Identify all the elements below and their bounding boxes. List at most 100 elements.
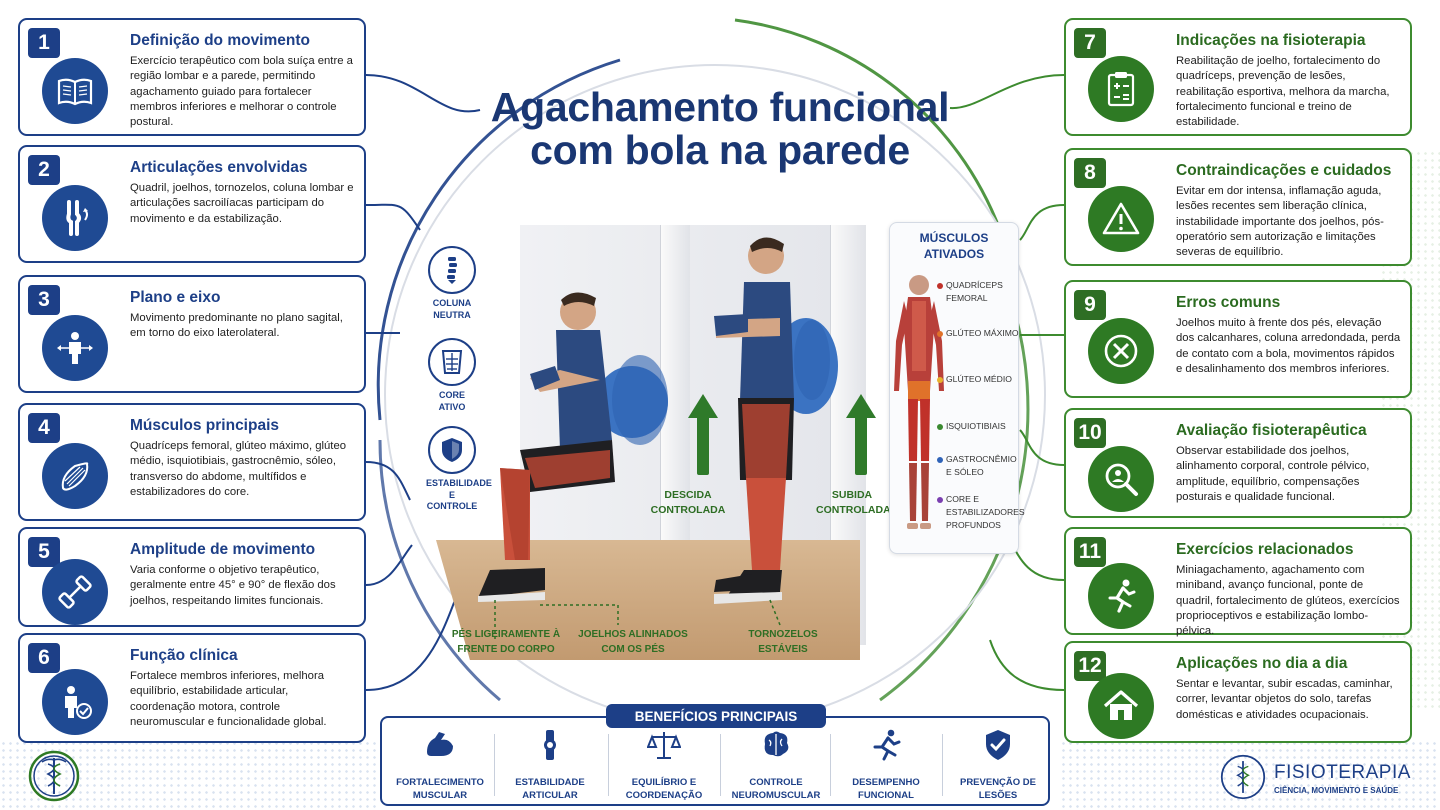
x-circle-icon xyxy=(1088,318,1154,384)
phase-label-up: SUBIDA CONTROLADA xyxy=(816,489,891,517)
spine-icon xyxy=(428,246,476,294)
page-title: Agachamento funcional com bola na parede xyxy=(490,84,950,174)
legend-swatch xyxy=(937,424,943,430)
card-title: Articulações envolvidas xyxy=(130,159,308,176)
side-indicator-core: CORE ATIVO xyxy=(426,338,478,413)
benefit-divider xyxy=(720,734,721,796)
card-range-of-motion: 5 Amplitude de movimento Varia conforme … xyxy=(18,527,366,627)
card-text: Observar estabilidade dos joelhos, alinh… xyxy=(1176,444,1370,503)
phase-label-down: DESCIDA CONTROLADA xyxy=(650,489,726,517)
card-number: 1 xyxy=(28,28,60,58)
benefit-neuromuscular: CONTROLE NEUROMUSCULAR xyxy=(722,728,830,803)
legend-swatch xyxy=(937,497,943,503)
benefit-divider xyxy=(494,734,495,796)
card-indications: 7 Indicações na fisioterapia Reabilitaçã… xyxy=(1064,18,1412,136)
clipboard-icon xyxy=(1088,56,1154,122)
side-indicator-stability: ESTABILIDADE E CONTROLE xyxy=(426,426,492,513)
legend-item-gluteus-medius: GLÚTEO MÉDIO xyxy=(937,373,1020,386)
legend-swatch xyxy=(937,457,943,463)
card-number: 2 xyxy=(28,155,60,185)
brand-name: FISIOTERAPIA xyxy=(1274,762,1411,783)
card-title: Função clínica xyxy=(130,647,238,664)
torso-icon xyxy=(428,338,476,386)
cue-label-knees: JOELHOS ALINHADOS COM OS PÉS xyxy=(578,629,688,655)
benefit-label: FORTALECIMENTO MUSCULAR xyxy=(396,777,484,801)
cue-label-feet: PÉS LIGEIRAMENTE À FRENTE DO CORPO xyxy=(451,629,561,655)
card-number: 3 xyxy=(28,285,60,315)
card-joints: 2 Articulações envolvidas Quadril, joelh… xyxy=(18,145,366,263)
card-number: 4 xyxy=(28,413,60,443)
bicep-icon xyxy=(427,732,453,756)
card-title: Exercícios relacionados xyxy=(1176,541,1354,558)
card-text: Reabilitação de joelho, fortalecimento d… xyxy=(1176,54,1390,129)
card-plane-axis: 3 Plano e eixo Movimento predominante no… xyxy=(18,275,366,393)
cue-label-ankles: TORNOZELOS ESTÁVEIS xyxy=(748,629,818,655)
benefit-joint-stability: ESTABILIDADE ARTICULAR xyxy=(496,728,604,803)
legend-swatch xyxy=(937,283,943,289)
card-title: Amplitude de movimento xyxy=(130,541,316,558)
card-title: Erros comuns xyxy=(1176,294,1281,311)
muscle-icon xyxy=(42,443,108,509)
side-indicator-label: COLUNA NEUTRA xyxy=(432,298,472,320)
magnifier-icon xyxy=(1088,446,1154,512)
card-number: 12 xyxy=(1074,651,1106,681)
card-clinical-function: 6 Função clínica Fortalece membros infer… xyxy=(18,633,366,743)
benefits-panel: BENEFÍCIOS PRINCIPAIS FORTALECIMENTO MUS… xyxy=(380,704,1052,806)
card-number: 7 xyxy=(1074,28,1106,58)
card-title: Aplicações no dia a dia xyxy=(1176,655,1348,672)
card-title: Definição do movimento xyxy=(130,32,310,49)
card-text: Fortalece membros inferiores, melhora eq… xyxy=(130,669,327,728)
card-number: 9 xyxy=(1074,290,1106,320)
card-common-errors: 9 Erros comuns Joelhos muito à frente do… xyxy=(1064,280,1412,398)
shield-icon xyxy=(428,426,476,474)
figure-standing xyxy=(714,237,838,604)
card-title: Indicações na fisioterapia xyxy=(1176,32,1366,49)
legend-item-hamstrings: ISQUIOTIBIAIS xyxy=(937,420,1020,433)
card-definition: 1 Definição do movimento Exercício terap… xyxy=(18,18,366,136)
legend-label: GLÚTEO MÁXIMO xyxy=(946,328,1019,338)
card-number: 10 xyxy=(1074,418,1106,448)
legend-item-calves: GASTROCNÊMIO E SÓLEO xyxy=(937,453,1020,479)
card-number: 5 xyxy=(28,537,60,567)
arrow-up-icon xyxy=(688,394,718,475)
caduceus-icon xyxy=(28,750,80,802)
card-text: Joelhos muito à frente dos pés, elevação… xyxy=(1176,316,1401,375)
card-related-exercises: 11 Exercícios relacionados Miniagachamen… xyxy=(1064,527,1412,637)
balance-scale-icon xyxy=(646,732,682,759)
card-title: Contraindicações e cuidados xyxy=(1176,162,1392,179)
legend-label: GLÚTEO MÉDIO xyxy=(946,374,1012,384)
legend-label: QUADRÍCEPS FEMORAL xyxy=(946,280,1003,303)
legend-swatch xyxy=(937,377,943,383)
benefit-injury-prevention: PREVENÇÃO DE LESÕES xyxy=(944,728,1052,803)
legend-label: GASTROCNÊMIO E SÓLEO xyxy=(946,454,1017,477)
card-number: 8 xyxy=(1074,158,1106,188)
benefit-divider xyxy=(830,734,831,796)
legend-label: CORE E ESTABILIZADORES PROFUNDOS xyxy=(946,494,1025,530)
legend-item-core: CORE E ESTABILIZADORES PROFUNDOS xyxy=(937,493,1025,532)
benefit-divider xyxy=(608,734,609,796)
card-title: Músculos principais xyxy=(130,417,280,434)
decor-dots-right xyxy=(1060,740,1440,810)
card-text: Quadril, joelhos, tornozelos, coluna lom… xyxy=(130,181,354,225)
muscles-panel-title: MÚSCULOS ATIVADOS xyxy=(919,231,989,261)
card-title: Avaliação fisioterapêutica xyxy=(1176,422,1367,439)
benefit-performance: DESEMPENHO FUNCIONAL xyxy=(832,728,940,803)
benefit-label: PREVENÇÃO DE LESÕES xyxy=(959,777,1036,801)
side-indicator-spine: COLUNA NEUTRA xyxy=(426,246,478,321)
benefit-label: ESTABILIDADE ARTICULAR xyxy=(515,777,585,801)
card-assessment: 10 Avaliação fisioterapêutica Observar e… xyxy=(1064,408,1412,518)
arrow-up-icon xyxy=(846,394,876,475)
benefit-label: EQUILÍBRIO E COORDENAÇÃO xyxy=(625,777,703,801)
benefits-title: BENEFÍCIOS PRINCIPAIS xyxy=(606,704,826,728)
muscles-panel: MÚSCULOS ATIVADOS QUADRÍCEPS FEMORAL GLÚ… xyxy=(889,222,1025,554)
legend-label: ISQUIOTIBIAIS xyxy=(946,421,1006,431)
card-text: Sentar e levantar, subir escadas, caminh… xyxy=(1176,677,1393,721)
card-text: Varia conforme o objetivo terapêutico, g… xyxy=(130,563,336,607)
legend-item-quadriceps: QUADRÍCEPS FEMORAL xyxy=(937,279,1020,305)
benefit-strength: FORTALECIMENTO MUSCULAR xyxy=(386,728,494,803)
anatomy-figure-icon xyxy=(894,275,944,529)
card-number: 11 xyxy=(1074,537,1106,567)
benefit-balance: EQUILÍBRIO E COORDENAÇÃO xyxy=(610,728,718,803)
